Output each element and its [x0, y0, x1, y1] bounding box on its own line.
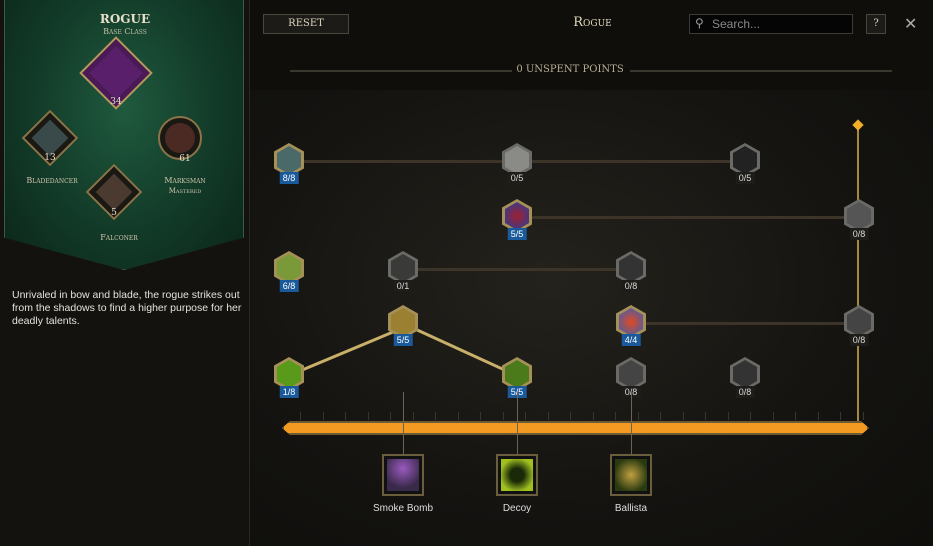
progress-tick: [772, 412, 774, 420]
talent-node[interactable]: 1/8: [274, 357, 304, 398]
node-link: [631, 322, 859, 325]
node-points: 0/5: [735, 172, 755, 184]
talent-node[interactable]: 0/8: [844, 305, 874, 346]
node-points: 8/8: [279, 172, 299, 184]
talent-node[interactable]: 5/5: [502, 357, 532, 398]
node-points: 6/8: [279, 280, 299, 292]
tree-title: Rogue: [573, 15, 612, 30]
talent-node[interactable]: 0/8: [616, 251, 646, 292]
base-class-points: 34: [110, 97, 122, 107]
skill-smoke-bomb[interactable]: [382, 454, 424, 496]
progress-tick: [412, 412, 414, 420]
progress-tick: [592, 412, 594, 420]
progress-tick: [322, 412, 324, 420]
mastery-name: Falconer: [100, 233, 138, 242]
node-points: 5/5: [393, 334, 413, 346]
node-points: 0/5: [507, 172, 527, 184]
progress-tick: [367, 412, 369, 420]
skill-decoy[interactable]: [496, 454, 538, 496]
progress-tick: [547, 412, 549, 420]
node-points: 0/8: [849, 228, 869, 240]
skill-tree-background: [250, 90, 933, 546]
mastery-points: 5: [111, 208, 117, 218]
node-points: 5/5: [507, 228, 527, 240]
points-progress-bar: [282, 421, 869, 435]
progress-tick: [390, 412, 391, 420]
mastery-name: Bladedancer: [26, 176, 78, 185]
talent-node[interactable]: 0/1: [388, 251, 418, 292]
progress-tick: [795, 412, 796, 420]
talent-node[interactable]: 4/4: [616, 305, 646, 346]
class-subtitle: Base Class: [103, 27, 147, 36]
divider: [290, 70, 512, 72]
progress-tick: [457, 412, 459, 420]
node-link: [403, 268, 631, 271]
talent-node[interactable]: 0/8: [730, 357, 760, 398]
class-description: Unrivaled in bow and blade, the rogue st…: [12, 289, 242, 327]
skill-connector: [631, 392, 632, 455]
talent-node[interactable]: 6/8: [274, 251, 304, 292]
progress-tick: [840, 412, 841, 420]
progress-tick: [750, 412, 751, 420]
node-points: 4/4: [621, 334, 641, 346]
unspent-points: 0 UNSPENT POINTS: [516, 64, 624, 75]
help-button[interactable]: ?: [866, 14, 886, 34]
search-icon: ⚲: [695, 16, 704, 30]
talent-node[interactable]: 0/5: [730, 143, 760, 184]
progress-tick: [727, 412, 729, 420]
search-placeholder: Search...: [712, 17, 761, 31]
skill-connector: [403, 392, 404, 455]
progress-tick: [817, 412, 819, 420]
progress-tick: [525, 412, 526, 420]
node-points: 1/8: [279, 386, 299, 398]
progress-tick: [435, 412, 436, 420]
talent-node[interactable]: 8/8: [274, 143, 304, 184]
mastery-points: 13: [44, 153, 56, 163]
talent-node[interactable]: 0/5: [502, 143, 532, 184]
node-points: 0/8: [621, 280, 641, 292]
divider: [630, 70, 892, 72]
mastery-status: Mastered: [168, 187, 202, 195]
progress-tick: [502, 412, 504, 420]
progress-tick: [480, 412, 481, 420]
mastery-points: 61: [179, 154, 191, 164]
progress-tick: [637, 412, 639, 420]
node-points: 0/8: [735, 386, 755, 398]
progress-vertical-line: [857, 125, 859, 425]
progress-tick: [345, 412, 346, 420]
search-input[interactable]: ⚲ Search...: [689, 14, 853, 34]
progress-tick: [570, 412, 571, 420]
close-icon[interactable]: ✕: [904, 14, 918, 33]
progress-tick: [862, 412, 864, 420]
talent-node[interactable]: 0/8: [844, 199, 874, 240]
class-panel: ROGUE Base Class 34 13 Bladedancer 61 Ma…: [0, 0, 250, 546]
class-name: ROGUE: [99, 12, 151, 26]
skill-name: Smoke Bomb: [372, 503, 434, 514]
talent-node[interactable]: 5/5: [388, 305, 418, 346]
progress-tick: [705, 412, 706, 420]
node-points: 0/1: [393, 280, 413, 292]
reset-button[interactable]: RESET: [263, 14, 349, 34]
mastery-name: Marksman: [164, 176, 206, 185]
node-link: [517, 216, 859, 219]
node-points: 0/8: [849, 334, 869, 346]
skill-name: Ballista: [614, 503, 648, 514]
progress-tick: [682, 412, 684, 420]
skill-ballista[interactable]: [610, 454, 652, 496]
progress-tick: [300, 412, 301, 420]
progress-tick: [660, 412, 661, 420]
talent-node[interactable]: 0/8: [616, 357, 646, 398]
talent-node[interactable]: 5/5: [502, 199, 532, 240]
skill-name: Decoy: [502, 503, 532, 514]
progress-tick: [615, 412, 616, 420]
skill-connector: [517, 392, 518, 455]
